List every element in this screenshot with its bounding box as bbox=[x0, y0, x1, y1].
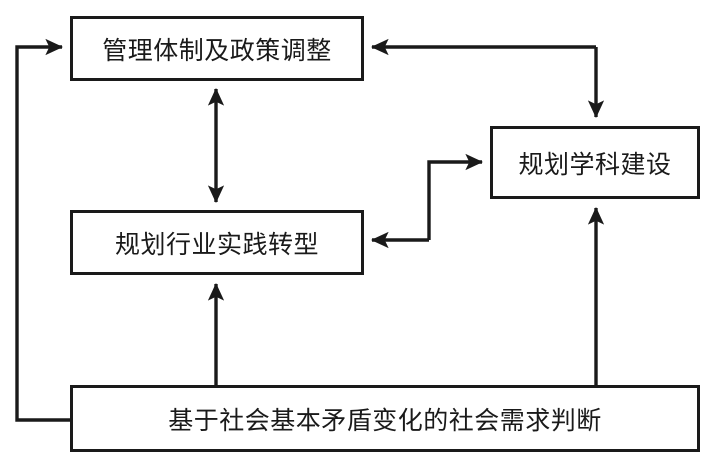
node-governance[interactable]: 管理体制及政策调整 bbox=[70, 16, 364, 81]
node-governance-label: 管理体制及政策调整 bbox=[102, 37, 332, 65]
edge-practice-to-discipline bbox=[427, 153, 484, 240]
node-demand[interactable]: 基于社会基本矛盾变化的社会需求判断 bbox=[70, 385, 700, 452]
node-discipline[interactable]: 规划学科建设 bbox=[490, 126, 700, 199]
node-discipline-label: 规划学科建设 bbox=[518, 151, 672, 179]
edge-demand-to-governance bbox=[15, 38, 70, 422]
node-practice-label: 规划行业实践转型 bbox=[114, 231, 319, 259]
node-practice[interactable]: 规划行业实践转型 bbox=[70, 210, 364, 275]
node-demand-label: 基于社会基本矛盾变化的社会需求判断 bbox=[168, 407, 602, 435]
